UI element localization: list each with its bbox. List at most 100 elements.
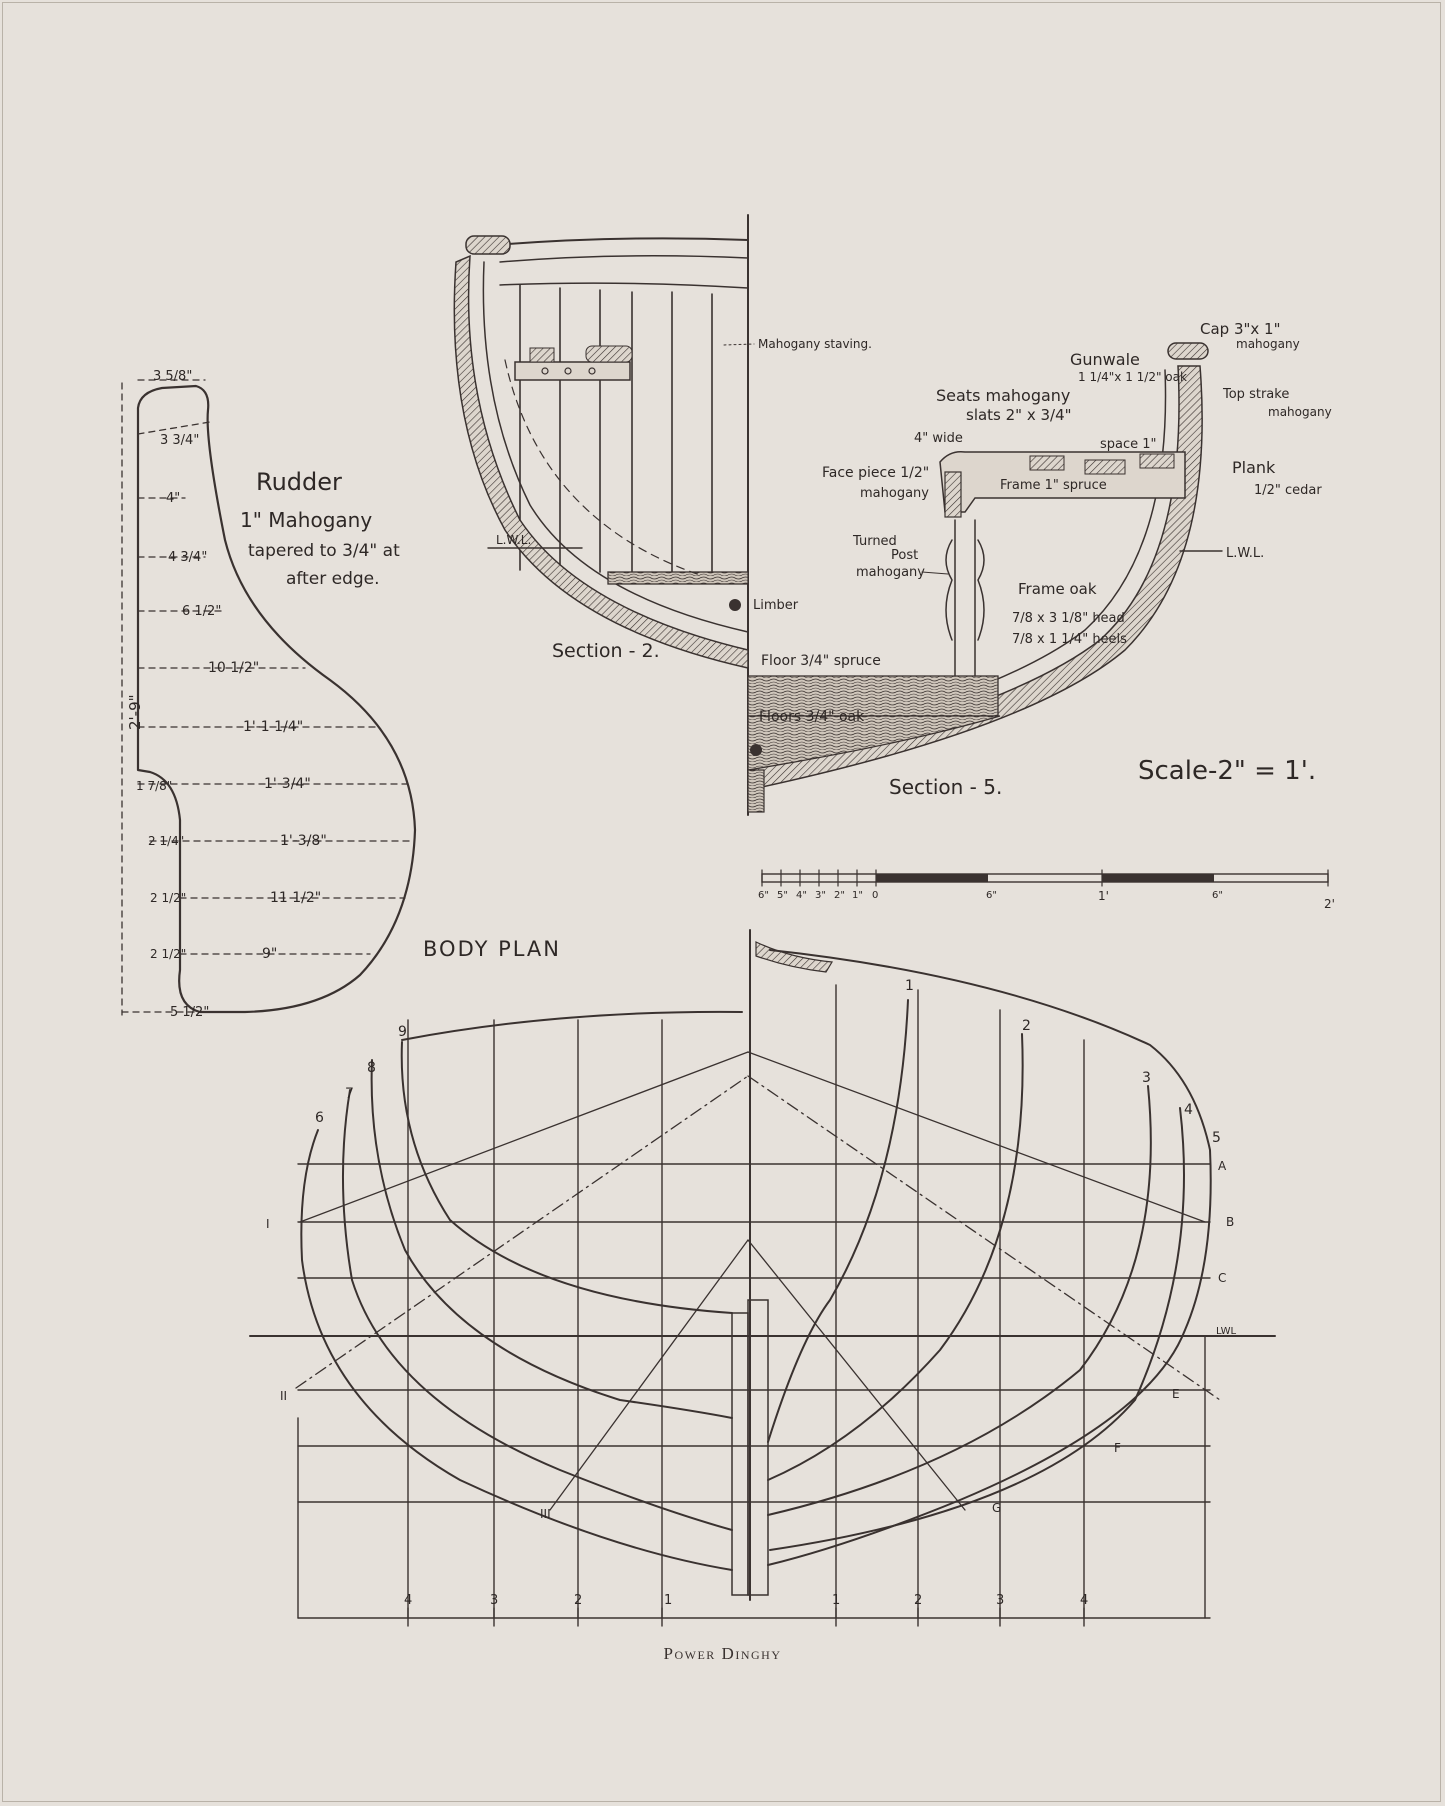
station-3: 3 [1142, 1070, 1151, 1086]
top-strake-material: mahogany [1268, 405, 1332, 419]
post-label-2: Post [891, 548, 918, 563]
scale-tick-4in: 4" [796, 890, 807, 901]
sheer-line-3 [499, 282, 749, 289]
section-2-floor [607, 571, 749, 585]
rudder-outline [136, 384, 417, 1014]
rivet [541, 367, 549, 375]
frame-oak-heels: 7/8 x 1 1/4" heels [1012, 632, 1127, 647]
scale-label: Scale-2" = 1'. [1138, 756, 1316, 786]
cap-material: mahogany [1236, 337, 1300, 351]
floor-spruce-label: Floor 3/4" spruce [761, 653, 881, 669]
waterline-f: F [1114, 1441, 1121, 1455]
rudder-taper-1: tapered to 3/4" at [248, 541, 400, 561]
floors-oak-label: Floors 3/4" oak [759, 709, 865, 725]
tick-aft-4: 4 [404, 1593, 412, 1608]
rudder-dim-9: 11 1/2" [270, 890, 321, 906]
tick-aft-1: 1 [664, 1593, 672, 1608]
sheer-line-2 [499, 255, 749, 263]
section-2-drawing: L.W.L. Mahogany staving. Limber Section … [453, 235, 872, 669]
keel-fwd [747, 1299, 769, 1596]
limber-label: Limber [753, 598, 799, 613]
plank-size: 1/2" cedar [1254, 483, 1322, 498]
rudder-dimension-lines [121, 379, 413, 1016]
frame-spruce-label: Frame 1" spruce [1000, 478, 1107, 493]
face-piece [944, 471, 962, 518]
aft-sheer [401, 1010, 743, 1041]
section-5-drawing: Cap 3"x 1" mahogany Gunwale 1 1/4"x 1 1/… [747, 320, 1332, 813]
waterline-b: B [1226, 1215, 1234, 1229]
rudder-dim-5: 10 1/2" [208, 660, 259, 676]
rudder-title: Rudder [256, 468, 342, 496]
rivet [588, 367, 596, 375]
tick-fwd-3: 3 [996, 1593, 1004, 1608]
section-2-cap [465, 235, 511, 255]
tick-fwd-4: 4 [1080, 1593, 1088, 1608]
section-2-lwl: L.W.L. [496, 533, 531, 547]
aft-stations [300, 1010, 743, 1571]
fwd-stations [767, 949, 1212, 1566]
waterline-c: C [1218, 1271, 1226, 1285]
rudder-dim-4: 6 1/2" [182, 604, 221, 619]
rudder-overall-height: 2'-9" [126, 694, 144, 730]
section-5-label: Section - 5. [889, 775, 1002, 799]
diagonal-iii: III [540, 1507, 551, 1521]
station-2: 2 [1022, 1018, 1031, 1034]
rudder-dim-7: 1'-3/4" [264, 776, 311, 792]
scale-tick-6in: 6" [986, 890, 997, 901]
rudder-left-offset-1: 2 1/4" [148, 834, 184, 848]
plank-label: Plank [1232, 458, 1276, 477]
station-5: 5 [1212, 1130, 1221, 1146]
rudder-left-offset-2: 2 1/2" [150, 891, 186, 905]
section-2-seat-slat-1 [529, 347, 555, 363]
section-2-planking [453, 254, 749, 669]
staving-leader [723, 343, 755, 346]
seat-slat-a [1029, 455, 1065, 471]
scale-tick-3in: 3" [815, 890, 826, 901]
diagonals [295, 1051, 1221, 1511]
section-5-floors-oak [747, 715, 1001, 771]
section-5-floor-spruce [747, 675, 999, 717]
station-1: 1 [905, 978, 914, 994]
scale-tick-1in: 1" [852, 890, 863, 901]
station-7: 7 [345, 1086, 354, 1102]
diagonal-i: I [266, 1217, 270, 1231]
body-plan-drawing: BODY PLAN [249, 929, 1276, 1627]
staving-lines [519, 284, 713, 573]
frame-oak-label: Frame oak [1018, 580, 1097, 598]
seats-size: slats 2" x 3/4" [966, 406, 1072, 424]
limber-hole [729, 599, 741, 611]
waterline-e: E [1172, 1387, 1180, 1401]
staving-label: Mahogany staving. [758, 337, 872, 351]
scale-tick-2in: 2" [834, 890, 845, 901]
rudder-dim-top: 3 5/8" [153, 369, 192, 384]
tick-aft-3: 3 [490, 1593, 498, 1608]
rudder-left-offset-0: 1 7/8" [136, 779, 172, 793]
body-plan-grid [249, 984, 1276, 1619]
frame-oak-head: 7/8 x 3 1/8" head [1012, 611, 1125, 626]
rudder-dim-10: 9" [262, 946, 277, 962]
bottom-ticks [407, 1607, 1085, 1627]
section-2-inner-frame [482, 261, 749, 633]
limber-hole-5 [750, 744, 762, 756]
plate-caption: Power Dinghy [663, 1644, 782, 1663]
seat-width-label: 4" wide [914, 431, 963, 446]
scale-tick-2ft: 2' [1324, 897, 1335, 911]
space-label: space 1" [1100, 437, 1157, 452]
waterline-a: A [1218, 1159, 1227, 1173]
rudder-drawing: 3 5/8" 3 3/4" 4" 4 3/4" 6 1/2" 10 1/2" 1… [121, 369, 417, 1020]
rudder-material: 1" Mahogany [240, 508, 372, 532]
rudder-taper-2: after edge. [286, 569, 380, 589]
section-5-lwl: L.W.L. [1226, 546, 1264, 561]
rivet [564, 367, 572, 375]
rudder-left-offset-3: 2 1/2" [150, 947, 186, 961]
rudder-dim-2: 4" [166, 491, 180, 506]
body-plan-title: BODY PLAN [423, 937, 561, 961]
station-9: 9 [398, 1024, 407, 1040]
seat-slat-b [1084, 459, 1126, 475]
rudder-dim-1: 3 3/4" [160, 433, 199, 448]
rudder-dim-8: 1'-3/8" [280, 833, 327, 849]
section-2-seat-slat-2 [585, 345, 633, 363]
